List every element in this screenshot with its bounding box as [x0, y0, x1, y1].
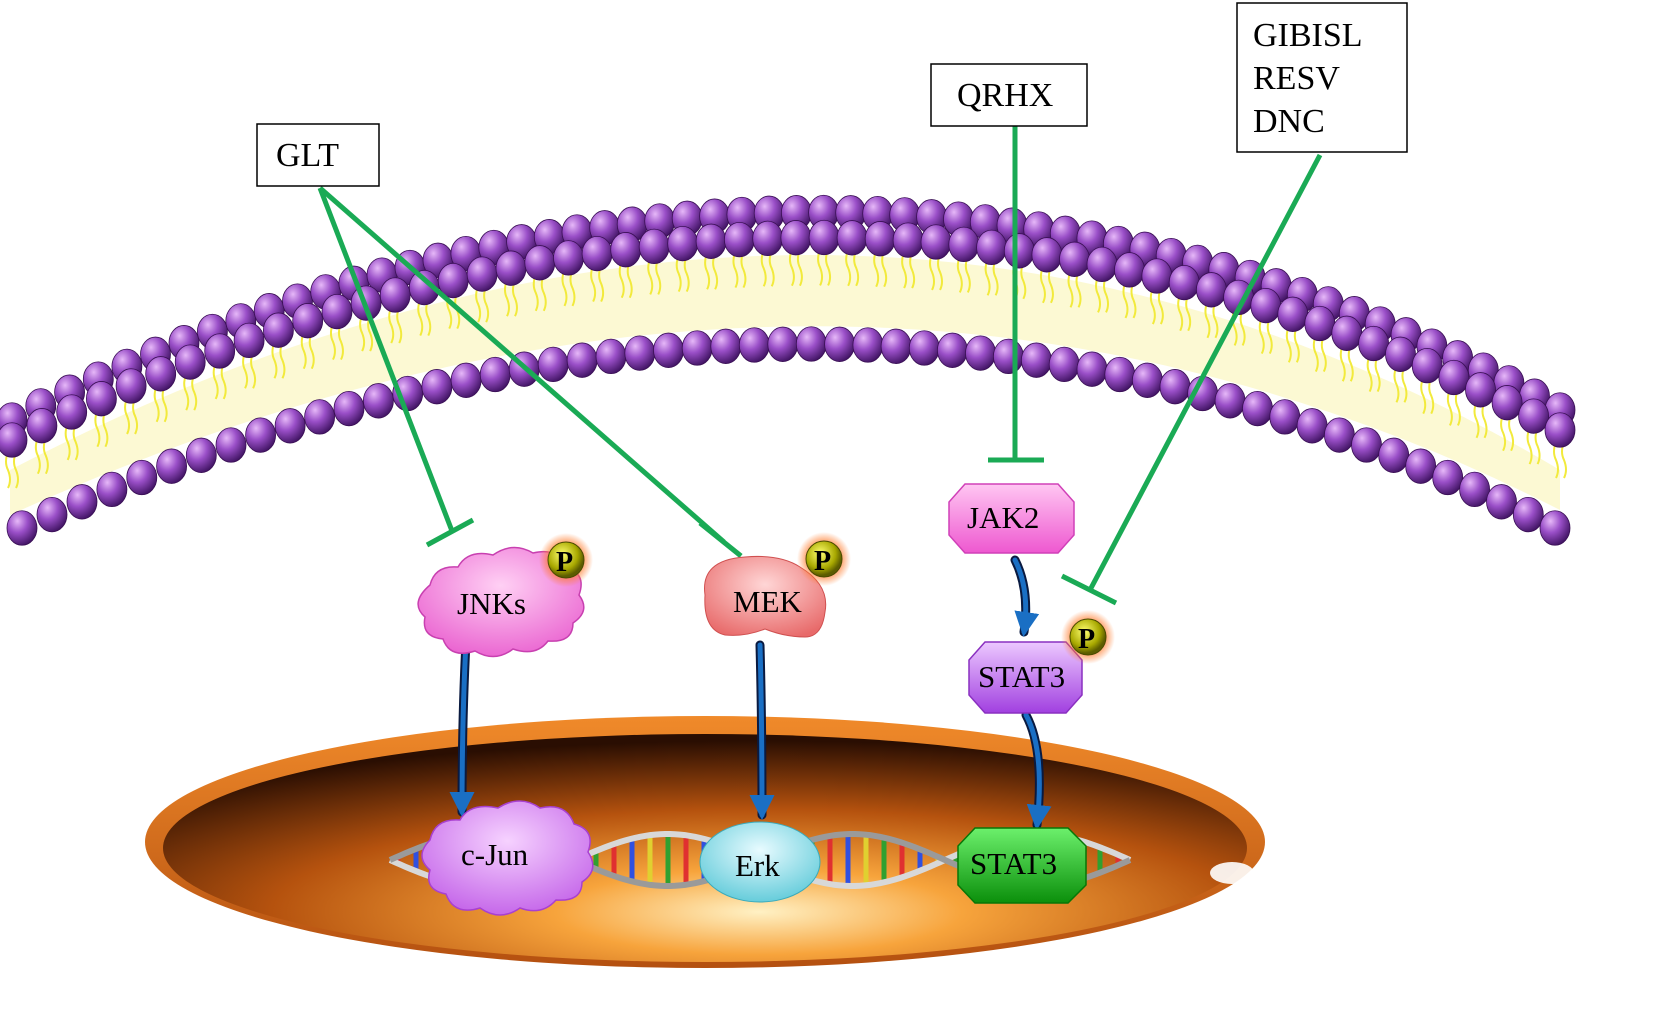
phospho-stat3: P — [1061, 610, 1115, 664]
phospho-mek: P — [797, 532, 851, 586]
cjun-label: c-Jun — [461, 837, 529, 872]
phospho-label-mek: P — [814, 546, 831, 577]
erk-protein: Erk — [699, 821, 821, 903]
dnc-label: DNC — [1253, 103, 1325, 140]
stat3-cytoplasmic-protein: STAT3 — [968, 641, 1083, 714]
qrhx-label: QRHX — [957, 77, 1053, 114]
jak2-label: JAK2 — [967, 500, 1039, 535]
qrhx-box: QRHX — [930, 63, 1088, 127]
activation-arrows — [449, 555, 1052, 830]
gibisl-box: GIBISL RESV DNC — [1236, 2, 1408, 153]
mek-protein: MEK — [704, 556, 827, 638]
nucleus-highlight — [1210, 862, 1254, 884]
stat3-cyto-label: STAT3 — [978, 659, 1065, 694]
glt-box: GLT — [256, 123, 380, 187]
erk-label: Erk — [735, 848, 780, 883]
jak2-protein: JAK2 — [948, 483, 1075, 554]
glt-label: GLT — [276, 137, 339, 174]
jnks-protein: JNKs — [417, 546, 585, 658]
inhibition-bar-mek — [698, 521, 743, 558]
phospholipid-heads — [0, 194, 1576, 546]
inhibition-glt-jnks — [317, 187, 455, 532]
inhibition-bar-jnks — [425, 517, 475, 548]
cell-membrane-bilayer — [0, 194, 1576, 546]
cjun-protein: c-Jun — [421, 800, 594, 916]
inhibition-gibisl-stat3 — [1087, 153, 1323, 592]
stat3-nuclear-label: STAT3 — [970, 846, 1057, 881]
phospho-label-jnks: P — [556, 547, 573, 578]
inhibition-lines — [317, 125, 1323, 606]
stat3-nuclear-protein: STAT3 — [957, 827, 1087, 904]
inhibition-bar-stat3 — [1060, 573, 1118, 606]
jnks-label: JNKs — [457, 586, 526, 621]
phospholipid-tails — [5, 249, 1567, 489]
resv-label: RESV — [1253, 60, 1340, 97]
phospho-jnks: P — [539, 533, 593, 587]
mek-label: MEK — [733, 584, 803, 619]
gibisl-label: GIBISL — [1253, 17, 1363, 54]
inhibition-glt-mek — [318, 186, 726, 544]
phospho-label-stat3: P — [1078, 624, 1095, 655]
